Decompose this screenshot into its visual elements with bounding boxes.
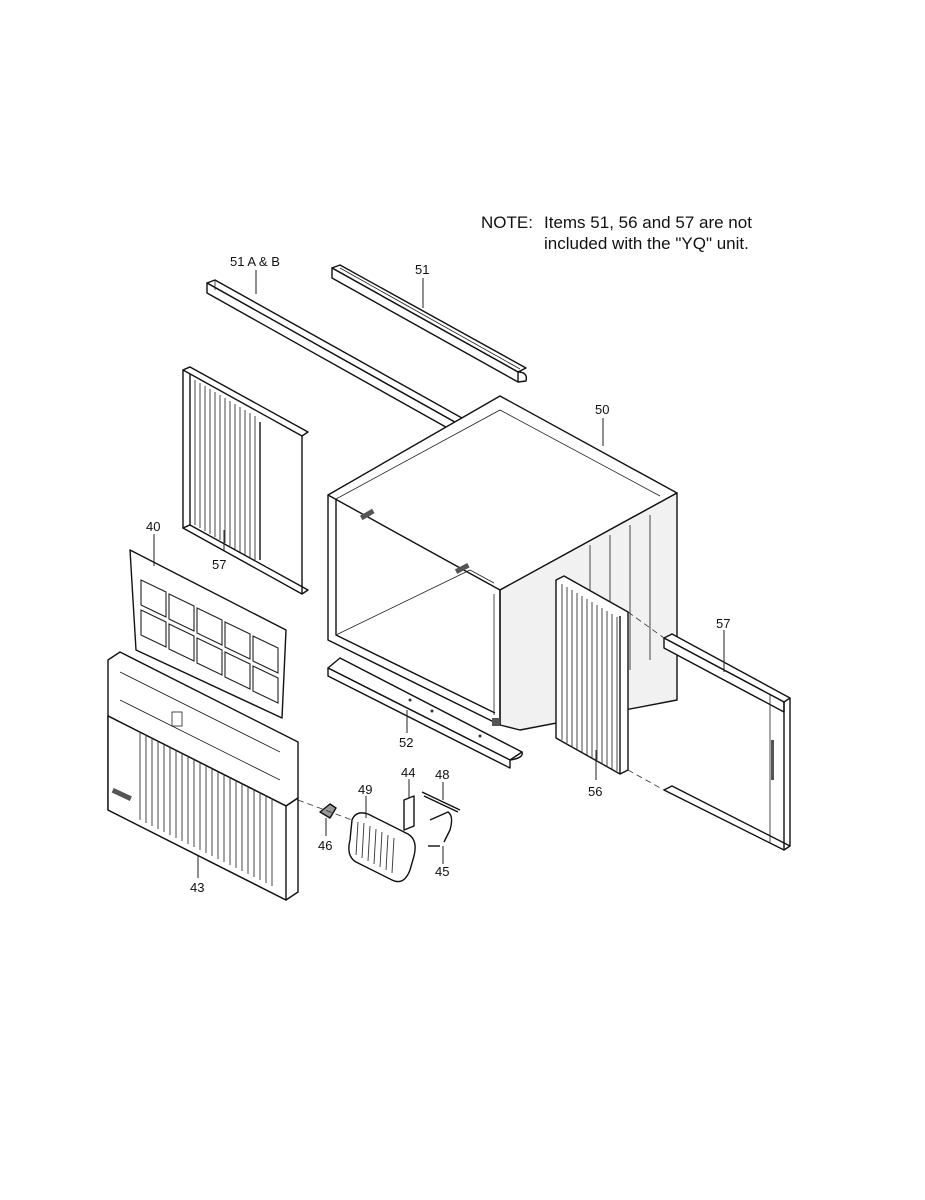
part-51-rail <box>331 264 528 383</box>
part-52-bottom-rail <box>327 657 523 769</box>
callout-49: 49 <box>358 782 372 797</box>
part-48-pin <box>421 791 461 813</box>
part-40-filter <box>129 549 287 719</box>
note-line-1: Items 51, 56 and 57 are not <box>544 213 752 232</box>
callout-48: 48 <box>435 767 449 782</box>
part-57-left-curtain <box>182 366 309 595</box>
callout-43: 43 <box>190 880 204 895</box>
callout-57-left: 57 <box>212 557 226 572</box>
callout-50: 50 <box>595 402 609 417</box>
callout-51: 51 <box>415 262 429 277</box>
part-45-clip <box>428 811 453 847</box>
part-43-front-grille <box>107 651 299 901</box>
leader-lines <box>153 270 725 878</box>
part-46-switch <box>297 799 353 821</box>
callout-57-right: 57 <box>716 616 730 631</box>
callout-46: 46 <box>318 838 332 853</box>
callout-52: 52 <box>399 735 413 750</box>
callout-45: 45 <box>435 864 449 879</box>
note-line-2: included with the "YQ" unit. <box>544 234 749 253</box>
part-44-bracket <box>403 795 415 831</box>
part-57-right-curtain <box>627 611 791 851</box>
part-49-control-housing <box>348 812 416 883</box>
callout-51ab: 51 A & B <box>230 254 280 269</box>
callout-56: 56 <box>588 784 602 799</box>
callout-40: 40 <box>146 519 160 534</box>
note-label: NOTE: <box>481 213 533 232</box>
part-56-coil <box>555 575 629 775</box>
callout-44: 44 <box>401 765 415 780</box>
callout-labels: 51 A & B 51 50 57 40 52 57 56 44 48 49 4… <box>146 254 730 895</box>
